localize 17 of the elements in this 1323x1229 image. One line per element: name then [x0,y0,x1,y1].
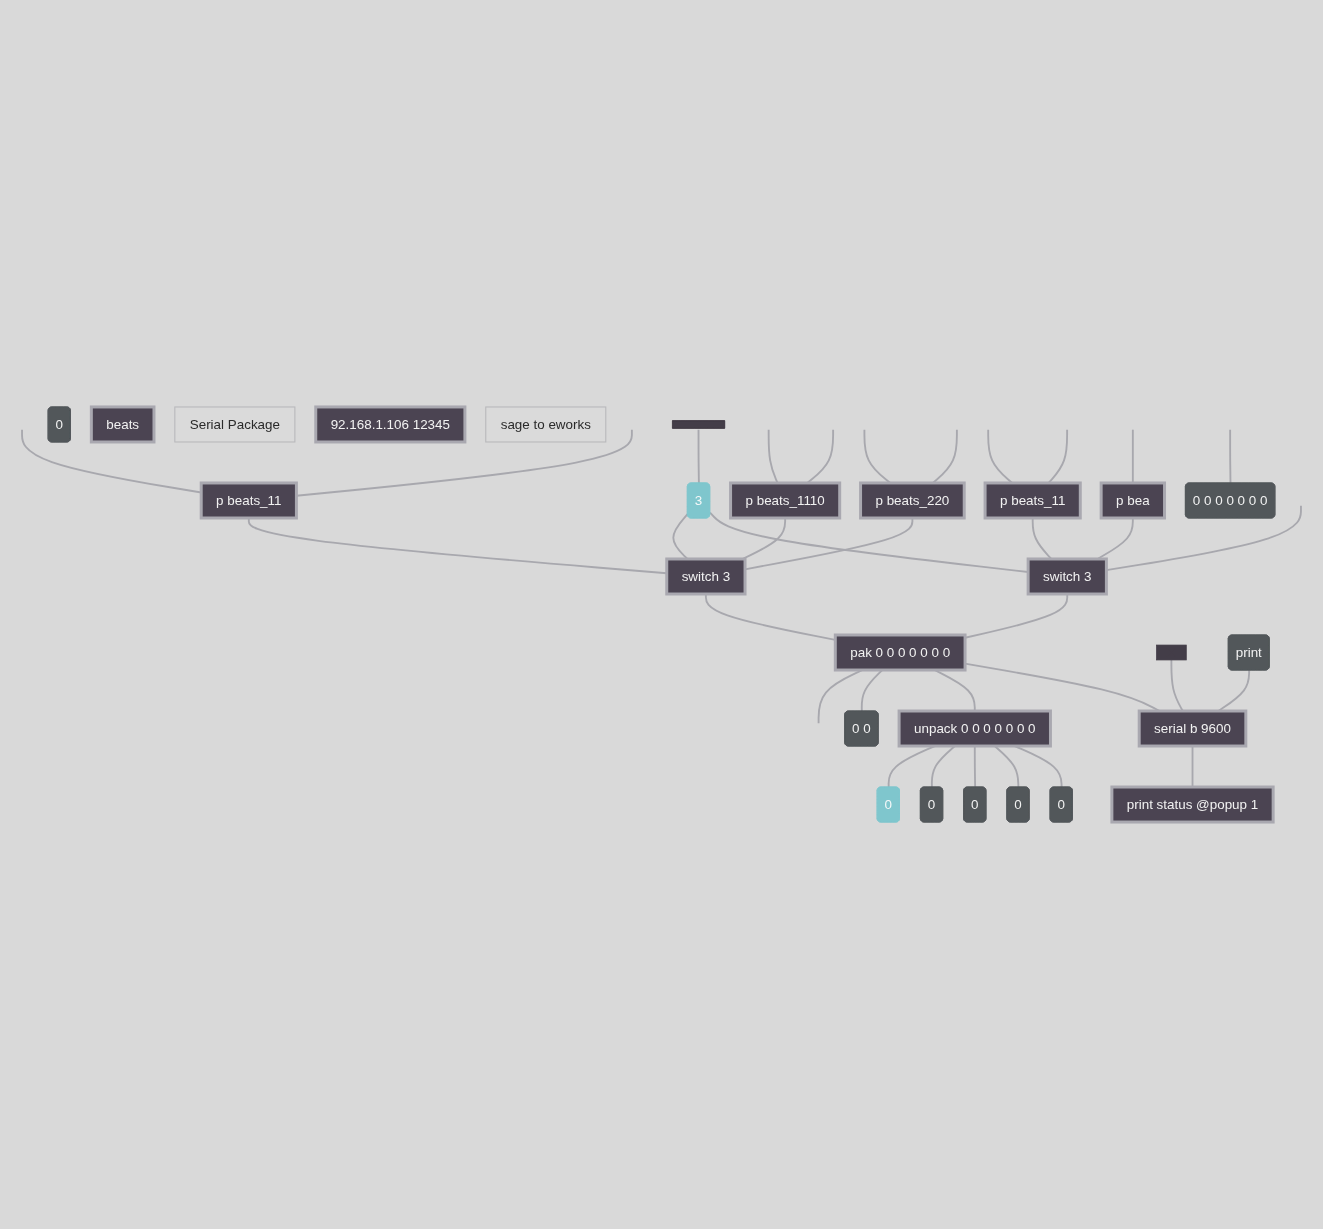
node-box: p beats_11 [983,481,1082,520]
node-box: sage to eworks [485,406,607,443]
connector [1170,659,1184,712]
node-box: pak 0 0 0 0 0 0 0 [833,633,967,672]
node-box: switch 3 [665,557,747,596]
node-box: p bea [1099,481,1166,520]
node-box: serial b 9600 [1137,709,1248,748]
node-box: unpack 0 0 0 0 0 0 0 [897,709,1052,748]
node-box: p beats_11 [199,481,298,520]
node-box: switch 3 [1026,557,1108,596]
node-box: p beats_1110 [729,481,842,520]
node-box: 92.168.1.106 12345 [314,405,467,444]
node-box: beats [89,405,156,444]
node-box: print status @popup 1 [1110,785,1275,824]
connector [1217,669,1251,712]
node-box: p beats_220 [859,481,966,520]
node-box: Serial Package [174,406,296,443]
